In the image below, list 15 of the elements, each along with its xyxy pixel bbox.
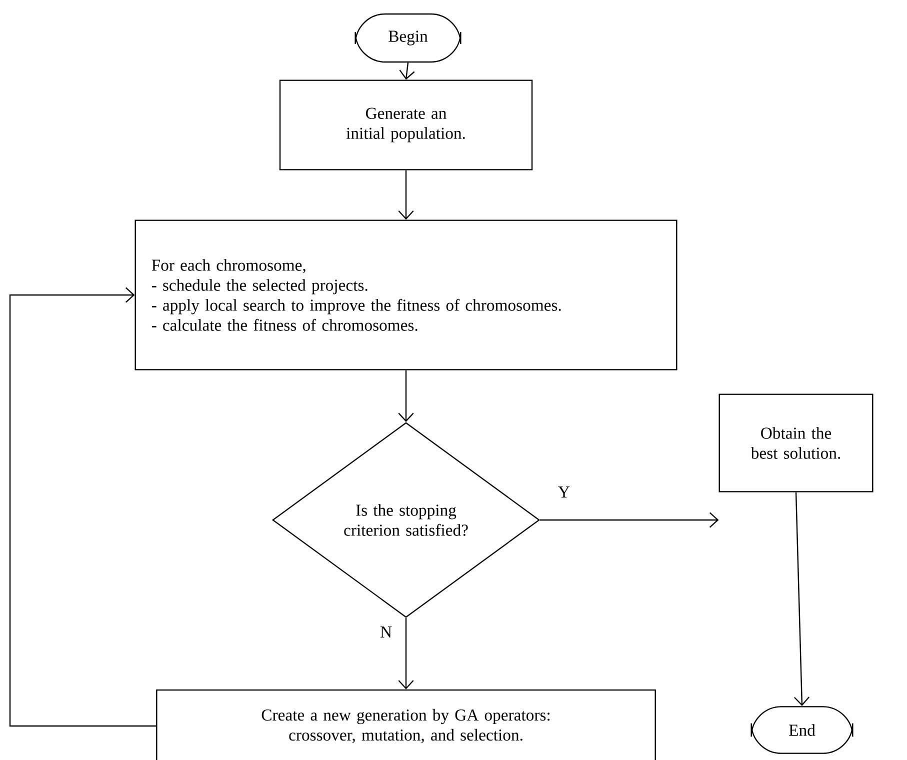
start-terminal: Begin bbox=[354, 13, 462, 63]
process-box: Generate an initial population. bbox=[279, 80, 533, 170]
arrow bbox=[540, 512, 719, 528]
edge-label: N bbox=[380, 626, 392, 638]
arrow bbox=[398, 370, 414, 422]
arrow bbox=[399, 62, 415, 80]
process-box: Create a new generation by GA operators: crossover, mutation, and selection. bbox=[156, 689, 656, 760]
arrow bbox=[398, 170, 414, 220]
arrow bbox=[9, 287, 156, 727]
arrow bbox=[398, 618, 414, 690]
process-box: Obtain the best solution. bbox=[718, 394, 874, 492]
arrow bbox=[794, 492, 810, 706]
edge-label: Y bbox=[558, 486, 570, 498]
process-box: For each chromosome, - schedule the selected projects. - apply local search to improve the fitness of chromosomes. - calculate the fitness of chromosomes. bbox=[134, 220, 678, 370]
end-terminal: End bbox=[750, 706, 854, 754]
